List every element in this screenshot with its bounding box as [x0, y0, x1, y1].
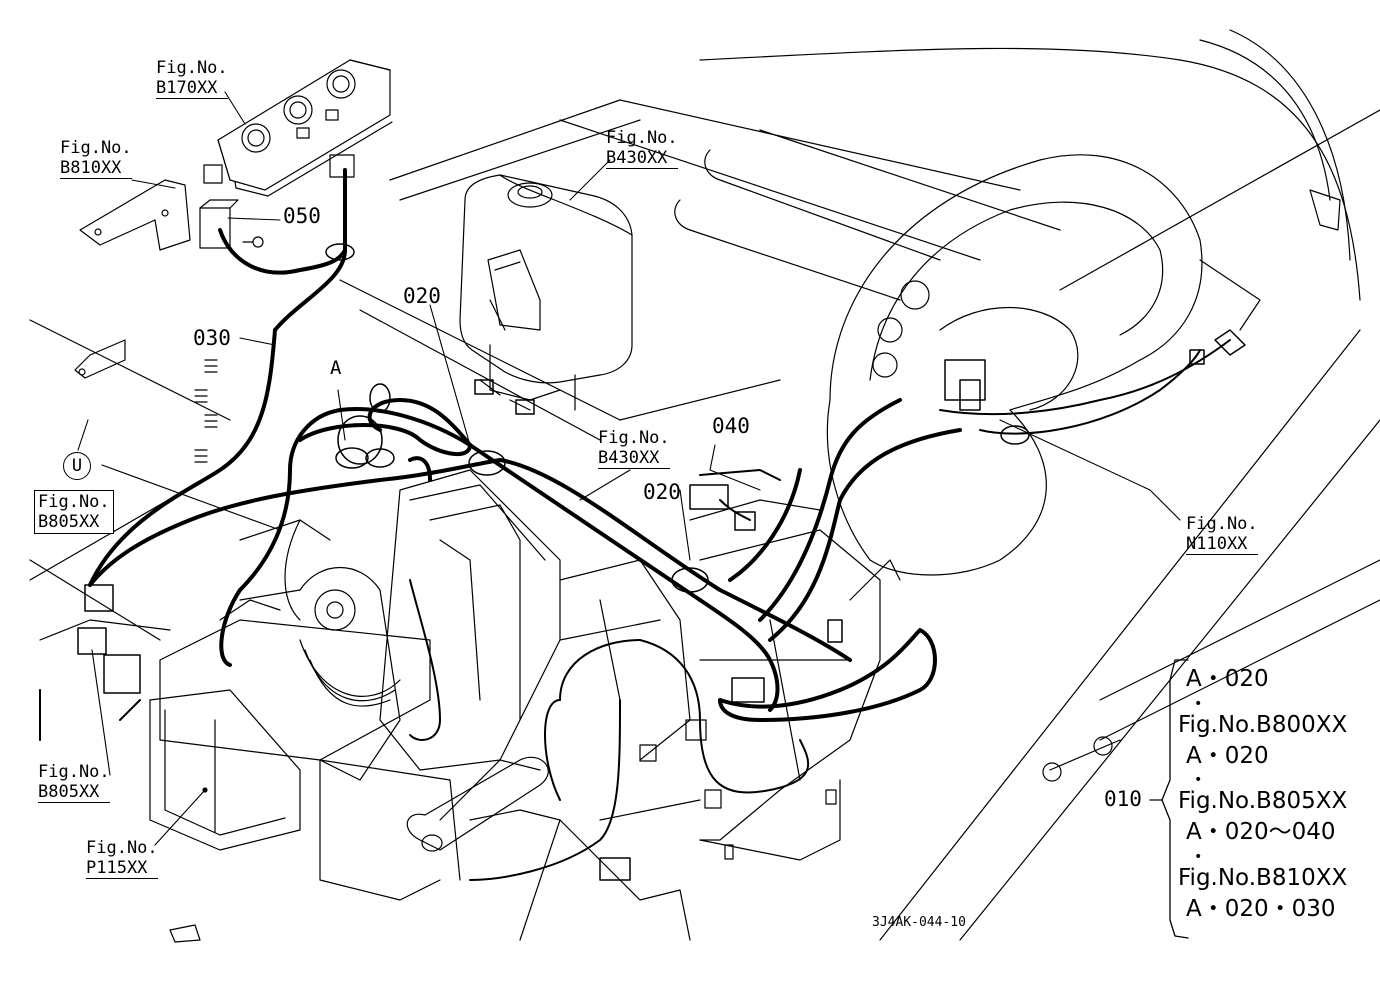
legend-dot-2: • — [1194, 772, 1203, 788]
fig-ref-b805-top-caption: Fig.No. — [38, 492, 110, 512]
reservoir-tank — [459, 174, 633, 411]
legend-line-2: Fig.No.B800XX — [1178, 712, 1348, 738]
legend-dot-1: • — [1194, 696, 1203, 712]
fig-ref-b805-top: Fig.No. B805XX — [34, 490, 114, 534]
part-050: 050 — [283, 204, 321, 228]
fig-ref-b805-bottom-number: B805XX — [38, 782, 110, 803]
part-040: 040 — [712, 414, 750, 438]
legend-line-7: A・020・030 — [1186, 896, 1336, 922]
part-030: 030 — [193, 326, 231, 350]
fig-ref-n110: Fig.No. N110XX — [1186, 514, 1258, 555]
legend-bracket — [1149, 659, 1189, 939]
heater-assembly — [219, 469, 707, 941]
legend-line-1: A・020 — [1186, 666, 1269, 692]
marker-u: U — [63, 452, 91, 480]
legend-line-6: Fig.No.B810XX — [1178, 865, 1348, 891]
part-020-top: 020 — [403, 284, 441, 308]
control-panel — [203, 59, 393, 197]
fig-ref-b805-bottom: Fig.No. B805XX — [38, 762, 110, 803]
fig-ref-b810: Fig.No. B810XX — [60, 138, 132, 179]
legend-line-5: A・020～040 — [1186, 819, 1336, 845]
drawing-code: 3J4AK-044-10 — [872, 915, 966, 930]
fig-ref-b810-number: B810XX — [60, 158, 132, 179]
fig-ref-b430-top-caption: Fig.No. — [606, 128, 678, 148]
fig-ref-b170-caption: Fig.No. — [156, 58, 228, 78]
floor-panel — [339, 99, 1061, 441]
blower-unit — [149, 619, 461, 943]
connectors — [77, 243, 1246, 881]
marker-a: A — [330, 357, 342, 379]
fig-ref-p115: Fig.No. P115XX — [86, 838, 158, 879]
fig-ref-b430-top-number: B430XX — [606, 148, 678, 169]
fig-ref-p115-caption: Fig.No. — [86, 838, 158, 858]
legend-dot-3: • — [1194, 849, 1203, 865]
marker-u-label: U — [71, 456, 83, 476]
fig-ref-b805-top-number: B805XX — [38, 512, 100, 532]
legend-line-4: Fig.No.B805XX — [1178, 788, 1348, 814]
fig-ref-n110-number: N110XX — [1186, 534, 1258, 555]
evaporator-box — [689, 499, 901, 861]
fig-ref-b805-bottom-caption: Fig.No. — [38, 762, 110, 782]
mounting-bracket — [79, 179, 264, 251]
seat-console — [826, 154, 1203, 576]
fig-ref-b430-mid-number: B430XX — [598, 448, 670, 469]
fig-ref-b430-mid-caption: Fig.No. — [598, 428, 670, 448]
fig-ref-p115-number: P115XX — [86, 858, 158, 879]
part-010: 010 — [1104, 787, 1142, 811]
fig-ref-b810-caption: Fig.No. — [60, 138, 132, 158]
main-harness — [88, 168, 962, 722]
fig-ref-b170: Fig.No. B170XX — [156, 58, 228, 99]
fig-ref-b170-number: B170XX — [156, 78, 228, 99]
legend-line-3: A・020 — [1186, 743, 1269, 769]
fig-ref-b430-top: Fig.No. B430XX — [606, 128, 678, 169]
harness-branches — [39, 339, 1231, 881]
fig-ref-b430-mid: Fig.No. B430XX — [598, 428, 670, 469]
part-020-mid: 020 — [643, 480, 681, 504]
leader-lines — [77, 91, 1181, 846]
fig-ref-n110-caption: Fig.No. — [1186, 514, 1258, 534]
